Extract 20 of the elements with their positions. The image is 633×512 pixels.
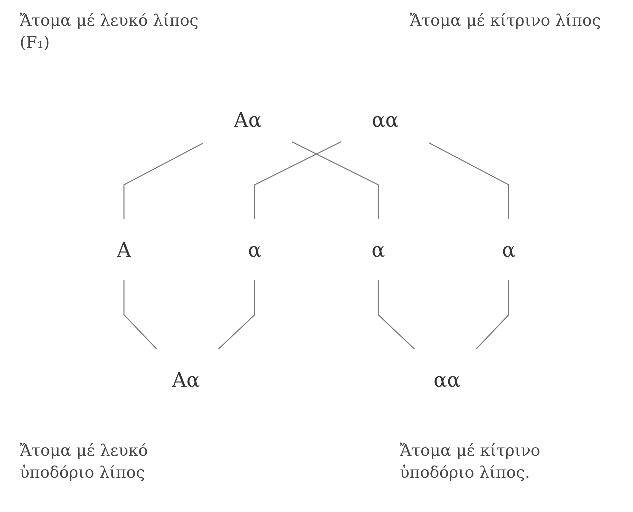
connector xyxy=(428,142,510,220)
connector xyxy=(124,142,205,220)
node-text: αα xyxy=(372,108,400,132)
node-text: Aα xyxy=(172,368,200,392)
node-text: α xyxy=(372,238,386,262)
connector xyxy=(218,280,256,350)
caption-text: Ἄτομα μέ λευκό λίπος (F₁) xyxy=(20,10,200,54)
caption-text: Ἄτομα μέ κίτρινο ὑποδόριο λίπος. xyxy=(400,440,542,484)
connector xyxy=(254,141,343,220)
node-text: αα xyxy=(434,368,461,392)
caption-text: Ἄτομα μέ κίτρινο λίπος xyxy=(410,10,602,32)
connector xyxy=(124,280,158,350)
node-text: Aα xyxy=(234,108,262,132)
node-text: α xyxy=(502,238,516,262)
connector xyxy=(292,141,380,220)
connector xyxy=(378,280,416,350)
caption-text: Ἄτομα μέ λευκό ὑποδόριο λίπος xyxy=(20,440,150,484)
node-text: α xyxy=(248,238,262,262)
connector xyxy=(475,280,510,350)
node-text: A xyxy=(117,238,132,262)
